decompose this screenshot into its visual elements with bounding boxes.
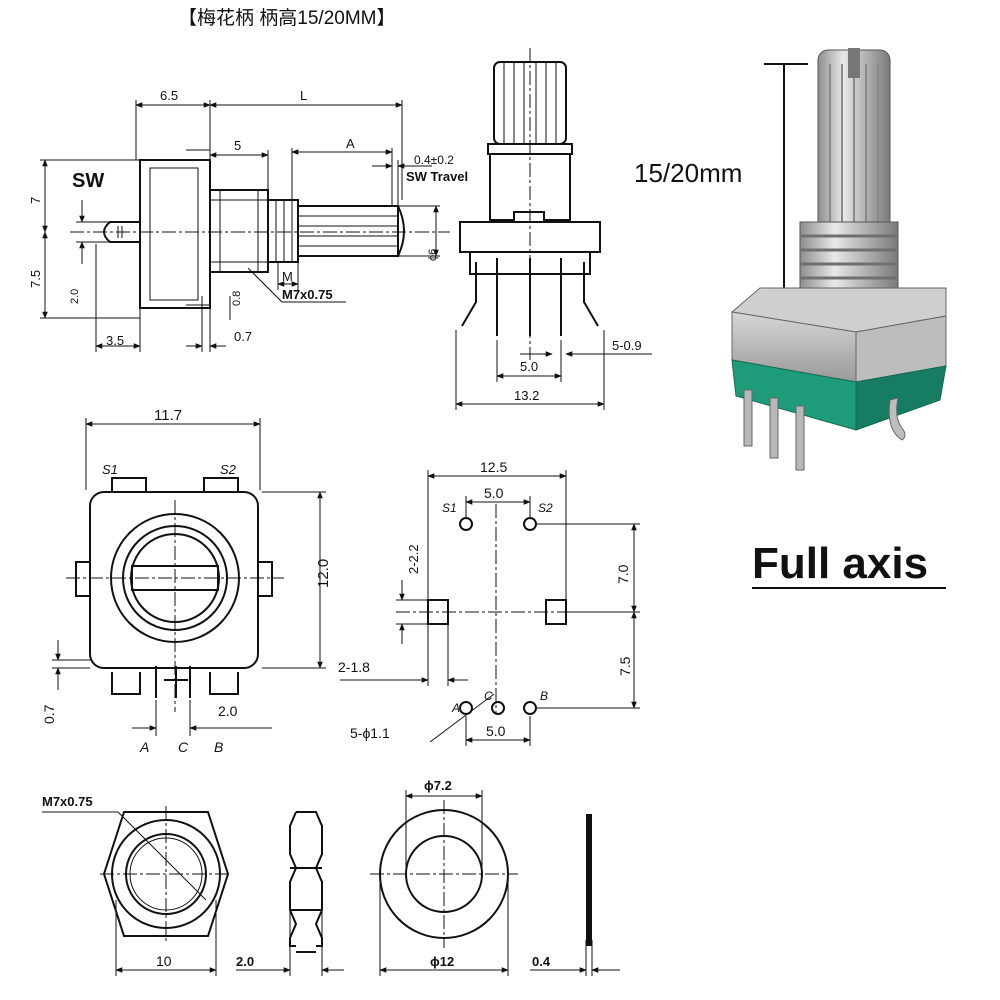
washer-outer: ϕ12 (430, 954, 454, 969)
pcb-slot-width: 2-2.2 (406, 544, 421, 574)
dim-7-5: 7.5 (28, 270, 43, 288)
dim-6-5: 6.5 (160, 88, 178, 103)
bottom-s1: S1 (102, 462, 118, 477)
bottom-height: 12.0 (315, 559, 332, 588)
dim-L: L (300, 88, 307, 103)
page-title: 【梅花柄 柄高15/20MM】 (178, 7, 395, 29)
nut-drawing (42, 806, 344, 976)
front-dim-5-0: 5.0 (520, 359, 538, 374)
thread-label: M7x0.75 (282, 287, 333, 302)
bottom-pin-c: C (178, 739, 189, 755)
bottom-width: 11.7 (154, 407, 182, 424)
washer-drawing (370, 790, 620, 976)
dim-phi6: ϕ6 (427, 249, 439, 261)
pcb-pin-b: B (540, 689, 548, 703)
front-view-drawing (455, 48, 652, 410)
bottom-view-drawing (52, 418, 326, 736)
sw-label: SW (72, 170, 104, 192)
nut-thread: M7x0.75 (42, 794, 93, 809)
dim-3-5: 3.5 (106, 333, 124, 348)
pcb-holes: 5-ϕ1.1 (350, 725, 390, 741)
dim-0-8: 0.8 (231, 291, 243, 306)
washer-thickness: 0.4 (532, 954, 551, 969)
washer-inner: ϕ7.2 (424, 778, 452, 793)
photo-caption: Full axis (752, 539, 928, 588)
bottom-s2: S2 (220, 462, 237, 477)
pcb-width: 12.5 (480, 459, 507, 475)
pcb-dim-7-5: 7.5 (617, 656, 633, 676)
pcb-layout-drawing (340, 470, 640, 746)
dim-A: A (346, 136, 355, 151)
pcb-slot-height: 2-1.8 (338, 659, 370, 675)
front-dim-5-0-9: 5-0.9 (612, 338, 642, 353)
sw-travel-tolerance: 0.4±0.2 (414, 153, 454, 167)
dim-7: 7 (28, 197, 43, 204)
nut-thickness: 2.0 (236, 954, 254, 969)
dim-0-7: 0.7 (234, 329, 252, 344)
pcb-s2: S2 (538, 501, 553, 515)
pcb-pin-c: C (484, 689, 493, 703)
pcb-s1: S1 (442, 501, 457, 515)
bottom-pin-b: B (214, 739, 223, 755)
front-dim-13-2: 13.2 (514, 388, 539, 403)
sw-travel-label: SW Travel (406, 169, 468, 184)
dim-5: 5 (234, 138, 241, 153)
nut-width: 10 (156, 953, 172, 969)
dim-M: M (282, 269, 293, 284)
side-view-drawing (40, 100, 450, 352)
pcb-spacing-bottom: 5.0 (486, 723, 506, 739)
pcb-spacing-top: 5.0 (484, 485, 504, 501)
product-photo (730, 48, 947, 589)
bottom-pin-a: A (139, 739, 149, 755)
dim-2-0: 2.0 (69, 289, 81, 304)
bottom-0-7: 0.7 (41, 704, 57, 724)
photo-height-label: 15/20mm (634, 158, 742, 188)
bottom-2-0: 2.0 (218, 703, 238, 719)
pcb-dim-7-0: 7.0 (615, 564, 631, 584)
pcb-pin-a: A (451, 701, 460, 715)
